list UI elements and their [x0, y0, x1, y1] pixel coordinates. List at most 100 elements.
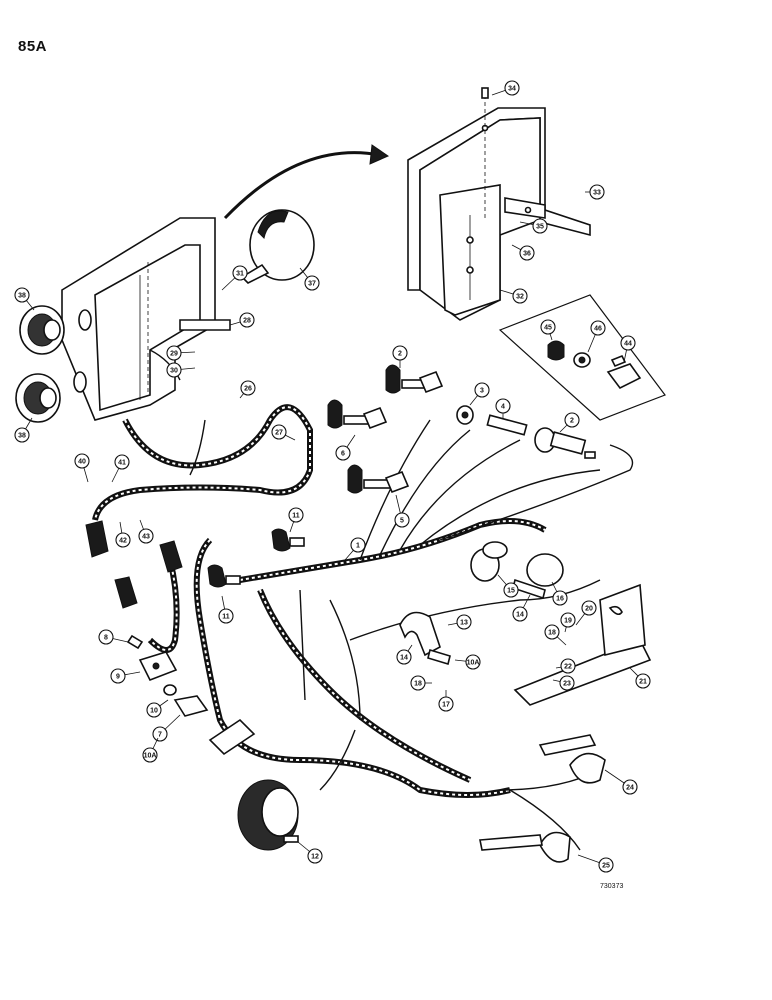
- callout-balloon-15: [503, 582, 519, 598]
- callout-label-46: 46: [594, 326, 602, 333]
- callout-balloon-42: [115, 532, 131, 548]
- wires: [149, 349, 634, 851]
- ignition-switch-2: [534, 427, 596, 459]
- callout-balloon-36: [519, 245, 535, 261]
- instrument-console-left: [61, 217, 231, 421]
- switch-inset-box: [498, 294, 666, 421]
- callout-balloon-8: [98, 629, 114, 645]
- switch-25: [479, 831, 571, 863]
- callout-label-10A: 10A: [467, 660, 480, 667]
- callout-label-29: 29: [170, 351, 178, 358]
- callout-balloon-14b: [396, 649, 412, 665]
- callout-label-14a: 14: [516, 612, 524, 619]
- callout-label-14b: 14: [400, 655, 408, 662]
- callout-label-11a: 11: [292, 513, 300, 520]
- connectors-left: [85, 520, 256, 756]
- callout-label-9: 9: [116, 674, 120, 681]
- callout-balloon-44: [620, 335, 636, 351]
- switch-24: [538, 734, 606, 784]
- callout-label-44: 44: [624, 341, 632, 348]
- callout-balloon-43: [138, 528, 154, 544]
- callout-label-38a: 38: [18, 293, 26, 300]
- callout-balloon-2: [392, 345, 408, 361]
- callout-label-18b: 18: [548, 630, 556, 637]
- relay-14: [512, 553, 564, 600]
- callout-balloon-23: [559, 675, 575, 691]
- callout-balloon-3: [474, 382, 490, 398]
- callout-label-32: 32: [516, 294, 524, 301]
- callout-balloon-10A: [465, 654, 481, 670]
- callout-label-28: 28: [243, 318, 251, 325]
- callout-label-13: 13: [460, 620, 468, 627]
- callout-balloon-46: [590, 320, 606, 336]
- pull-switch-6: [327, 399, 388, 430]
- callout-balloon-19: [560, 612, 576, 628]
- callout-balloon-13: [456, 614, 472, 630]
- callout-label-21: 21: [639, 679, 647, 686]
- callout-balloon-35: [532, 218, 548, 234]
- callout-balloon-26: [240, 380, 256, 396]
- callout-label-2b: 2: [570, 418, 574, 425]
- callout-label-10Ab: 10A: [144, 753, 157, 760]
- callout-balloon-11a: [288, 507, 304, 523]
- callout-label-33: 33: [593, 190, 601, 197]
- callout-balloon-37: [304, 275, 320, 291]
- callout-label-6: 6: [341, 451, 345, 458]
- callout-label-27: 27: [275, 430, 283, 437]
- callout-label-23: 23: [563, 681, 571, 688]
- callout-label-16a: 16: [556, 596, 564, 603]
- callout-label-31: 31: [236, 271, 244, 278]
- callout-label-20: 20: [585, 606, 593, 613]
- switch-9-plate: [138, 651, 178, 682]
- callout-balloon-2b: [564, 412, 580, 428]
- sender-12: [237, 779, 299, 851]
- callout-balloon-10: [146, 702, 162, 718]
- callout-label-24: 24: [626, 785, 634, 792]
- clamp-14: [399, 611, 451, 666]
- callout-balloon-33: [589, 184, 605, 200]
- callout-balloon-20: [581, 600, 597, 616]
- callout-balloon-18: [410, 675, 426, 691]
- console-cover-assembly: [407, 87, 591, 321]
- callout-label-45: 45: [544, 325, 552, 332]
- callout-balloon-6: [335, 445, 351, 461]
- callout-label-42: 42: [119, 538, 127, 545]
- callout-label-37: 37: [308, 281, 316, 288]
- callout-balloon-9: [110, 668, 126, 684]
- drawing-number: 730373: [600, 883, 623, 890]
- callout-label-17: 17: [442, 702, 450, 709]
- callout-label-40: 40: [78, 459, 86, 466]
- fuse-4: [486, 414, 528, 436]
- callout-label-11b: 11: [222, 614, 230, 621]
- switch-11-upper: [271, 528, 305, 552]
- callout-label-30: 30: [170, 368, 178, 375]
- page-number: 85A: [18, 38, 48, 55]
- wiring-harness: [92, 404, 547, 798]
- callout-label-12: 12: [311, 854, 319, 861]
- callout-balloon-1: [350, 537, 366, 553]
- lamp-38-lower: [15, 373, 61, 423]
- callout-balloon-16a: [552, 590, 568, 606]
- callout-balloon-32: [512, 288, 528, 304]
- callout-label-5: 5: [400, 518, 404, 525]
- pull-switch-5: [347, 464, 410, 494]
- callout-label-36: 36: [523, 251, 531, 258]
- lamp-38-upper: [19, 305, 65, 355]
- callout-balloon-40: [74, 453, 90, 469]
- callout-balloon-31: [232, 265, 248, 281]
- callout-balloon-18b: [544, 624, 560, 640]
- callout-balloon-10Ab: [142, 747, 158, 763]
- relay-15: [470, 541, 508, 582]
- callout-label-2: 2: [398, 351, 402, 358]
- callout-label-1: 1: [356, 543, 360, 550]
- switch-7: [163, 684, 209, 717]
- callout-label-18: 18: [414, 681, 422, 688]
- callout-balloon-7: [152, 726, 168, 742]
- callout-balloon-25: [598, 857, 614, 873]
- callout-balloon-22: [560, 658, 576, 674]
- callout-label-4: 4: [501, 404, 505, 411]
- callout-label-43: 43: [142, 534, 150, 541]
- bezel-3: [456, 405, 474, 425]
- gauge-37: [240, 209, 315, 284]
